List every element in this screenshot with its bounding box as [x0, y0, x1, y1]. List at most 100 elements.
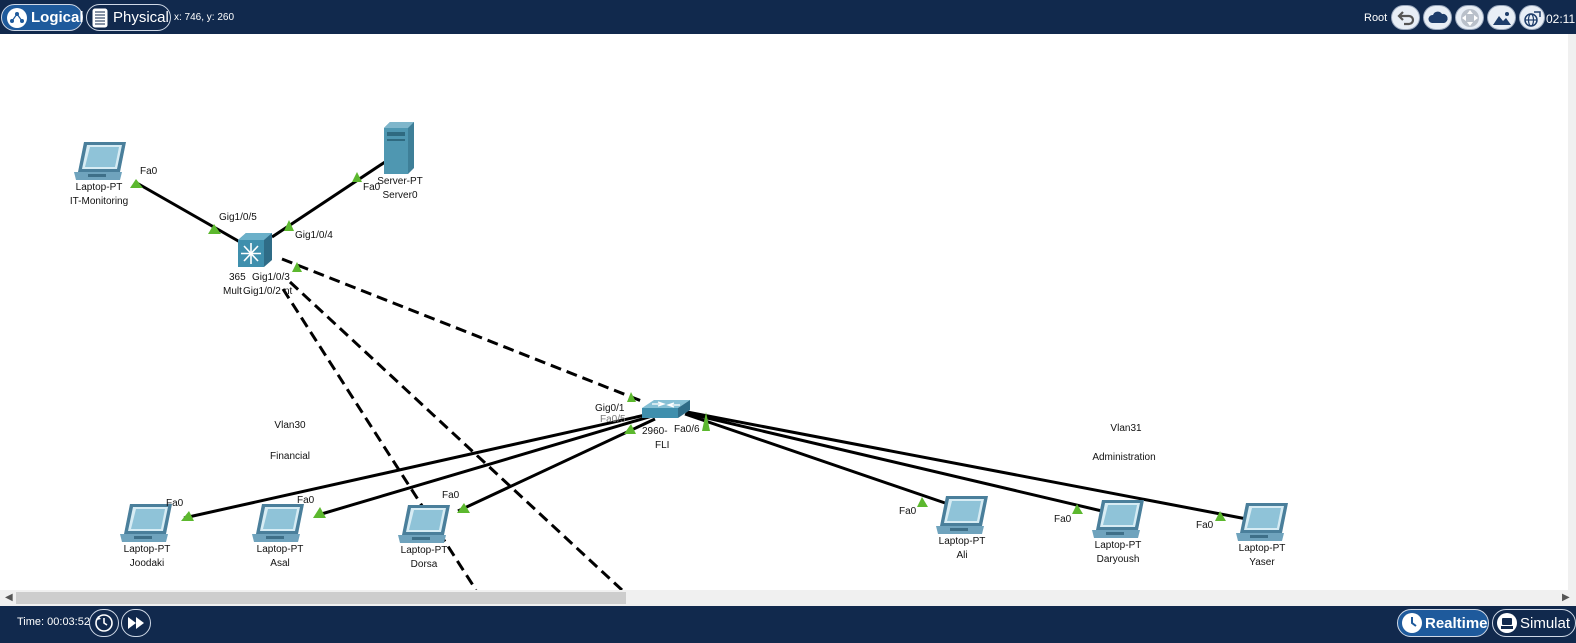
laptop-dorsa-icon[interactable]: [398, 505, 450, 543]
port-label-gig102: Gig1/0/2: [243, 286, 281, 297]
link-asal-switch[interactable]: [317, 414, 653, 517]
realtime-mode-label: Realtime: [1425, 614, 1488, 632]
laptop-asal-icon[interactable]: [252, 504, 304, 542]
link-server-msw[interactable]: [271, 158, 389, 239]
port-label-ali-fa0: Fa0: [899, 506, 917, 517]
device-name-access-switch: FLI: [655, 440, 670, 451]
port-label-gig105: Gig1/0/5: [219, 212, 257, 223]
link-msw-switch[interactable]: [281, 257, 645, 404]
root-breadcrumb[interactable]: Root: [1364, 12, 1388, 24]
device-name-joodaki: Joodaki: [129, 558, 165, 569]
device-type-access-switch: 2960-: [642, 426, 668, 437]
scroll-right-icon[interactable]: ▶: [1562, 592, 1570, 603]
device-type-ali: Laptop-PT: [938, 536, 986, 547]
device-type-yaser: Laptop-PT: [1238, 543, 1286, 554]
link-joodaki-switch[interactable]: [183, 412, 651, 520]
device-name-it-monitoring: IT-Monitoring: [69, 196, 129, 207]
cluster-cloud-icon: [1427, 11, 1448, 23]
dashed-links: [281, 257, 645, 590]
note-vlan31[interactable]: Vlan31: [1110, 423, 1142, 434]
port-label-gig104: Gig1/0/4: [295, 230, 333, 241]
viewport-globe-icon: [1524, 10, 1541, 27]
note-financial[interactable]: Financial: [269, 451, 311, 462]
back-button[interactable]: [1391, 5, 1420, 30]
physical-view-label: Physical: [113, 9, 169, 26]
simulation-mode-button[interactable]: Simulat: [1492, 609, 1576, 637]
device-type-multilayer-switch: 365: [229, 272, 246, 283]
vertical-scrollbar[interactable]: [1568, 34, 1576, 590]
device-type-daryoush: Laptop-PT: [1094, 540, 1142, 551]
laptop-it-monitoring-icon[interactable]: [74, 142, 126, 180]
topology-drawing: [74, 122, 1288, 590]
port-label-yaser-fa0: Fa0: [1196, 520, 1214, 531]
simulation-time: Time: 00:03:52: [17, 616, 90, 628]
link-state-indicators: [130, 172, 1226, 521]
power-cycle-button[interactable]: [89, 609, 119, 637]
device-type-server0: Server-PT: [377, 176, 423, 187]
scroll-left-icon[interactable]: ◀: [5, 592, 13, 603]
port-label-asal-fa0: Fa0: [297, 495, 315, 506]
multilayer-switch-icon[interactable]: [238, 233, 272, 267]
background-image-icon: [1492, 11, 1511, 25]
port-label-server-fa0: Fa0: [363, 182, 381, 193]
port-label-gig103: Gig1/0/3: [252, 272, 290, 283]
simulation-icon: [1497, 613, 1517, 633]
realtime-mode-button[interactable]: Realtime: [1397, 609, 1489, 637]
port-label-dorsa-fa0: Fa0: [442, 490, 460, 501]
horizontal-scroll-thumb[interactable]: [16, 592, 626, 604]
simulation-mode-label: Simulat: [1520, 614, 1571, 632]
link-it-monitoring-msw[interactable]: [134, 180, 241, 244]
device-name-ali: Ali: [956, 550, 968, 561]
link-dorsa-switch[interactable]: [457, 417, 656, 513]
port-label-fa05: Fa0/5: [600, 414, 626, 425]
laptop-yaser-icon[interactable]: [1236, 503, 1288, 541]
access-switch-icon[interactable]: [642, 400, 690, 418]
clock: 02:11: [1546, 12, 1576, 26]
viewport-button[interactable]: [1519, 5, 1545, 30]
link-switch-yaser[interactable]: [686, 410, 1253, 522]
device-type-joodaki: Laptop-PT: [123, 544, 171, 555]
port-label-daryoush-fa0: Fa0: [1054, 514, 1072, 525]
physical-rack-icon: [91, 7, 109, 28]
device-name-server0: Server0: [382, 190, 418, 201]
link-switch-ali[interactable]: [684, 412, 949, 506]
device-name-yaser: Yaser: [1249, 557, 1275, 568]
laptop-daryoush-icon[interactable]: [1092, 500, 1144, 538]
port-label-partial: nt: [284, 286, 293, 297]
move-object-button[interactable]: [1455, 5, 1484, 30]
logical-view-button[interactable]: Logical: [1, 4, 84, 31]
logical-workspace[interactable]: Laptop-PT IT-Monitoring Server-PT Server…: [0, 34, 1568, 590]
fast-forward-button[interactable]: [121, 609, 151, 637]
server-icon[interactable]: [384, 122, 414, 174]
device-type-asal: Laptop-PT: [256, 544, 304, 555]
port-label-fa06: Fa0/6: [674, 424, 700, 435]
power-cycle-icon: [95, 614, 113, 632]
physical-view-button[interactable]: Physical: [86, 4, 171, 31]
device-name-dorsa: Dorsa: [410, 559, 438, 570]
back-icon: [1396, 10, 1414, 25]
link-msw-offscreen-2[interactable]: [288, 280, 624, 590]
note-administration[interactable]: Administration: [1092, 452, 1156, 463]
cursor-coordinates: x: 746, y: 260: [174, 12, 235, 23]
navigation-move-icon: [1460, 8, 1479, 27]
horizontal-scrollbar[interactable]: ◀ ▶: [0, 590, 1576, 606]
note-vlan30[interactable]: Vlan30: [274, 420, 306, 431]
set-background-button[interactable]: [1487, 5, 1516, 30]
realtime-clock-icon: [1402, 613, 1422, 633]
simulation-toolbar: Time: 00:03:52 Realtime Simulat: [0, 606, 1576, 643]
port-label-joodaki-fa0: Fa0: [166, 498, 184, 509]
device-type-dorsa: Laptop-PT: [400, 545, 448, 556]
device-name-daryoush: Daryoush: [1096, 554, 1140, 565]
device-type-it-monitoring: Laptop-PT: [75, 182, 123, 193]
new-cluster-button[interactable]: [1423, 5, 1452, 30]
workspace-toolbar: Logical Physical x: 746, y: 260 Root: [0, 0, 1576, 34]
port-label-gig01: Gig0/1: [595, 403, 625, 414]
logical-network-icon: [7, 7, 27, 28]
laptop-joodaki-icon[interactable]: [120, 504, 172, 542]
device-name-multilayer-switch: Mult: [223, 286, 242, 297]
fast-forward-icon: [128, 617, 144, 629]
link-switch-daryoush[interactable]: [685, 411, 1103, 513]
port-label-it-fa0: Fa0: [140, 166, 158, 177]
solid-links: [134, 158, 1253, 522]
logical-view-label: Logical: [31, 9, 84, 26]
